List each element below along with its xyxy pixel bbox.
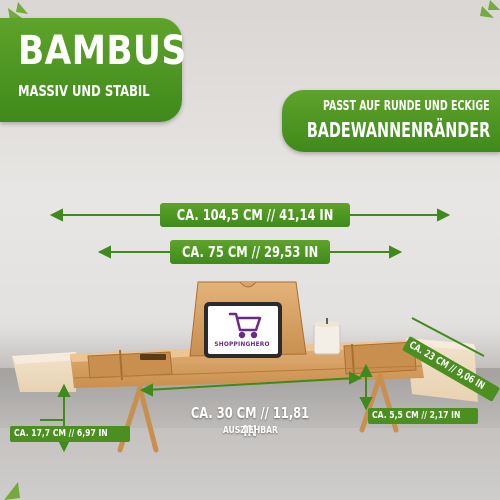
cart-icon: [228, 312, 262, 339]
compatibility-badge: PASST AUF RUNDE UND ECKIGE BADEWANNENRÄN…: [282, 90, 500, 152]
badge-subtitle: MASSIV UND STABIL: [18, 82, 150, 100]
left-extension-tray: [12, 352, 78, 392]
leaf-icon: [4, 0, 500, 500]
brand-logo-text: SHOPPINGHERO: [214, 340, 270, 348]
badge-title: BAMBUS: [18, 28, 187, 74]
max-length-label: CA. 104,5 CM // 41,14 IN: [160, 203, 350, 227]
compatibility-line-1: PASST AUF RUNDE UND ECKIGE: [323, 98, 490, 114]
height-label: CA. 17,7 CM // 6,97 IN: [10, 426, 130, 442]
candle: [313, 318, 341, 355]
extendable-note: AUSZIEHBAR: [222, 425, 278, 436]
compatibility-line-2: BADEWANNENRÄNDER: [306, 118, 490, 142]
tray-height-label: CA. 5,5 CM // 2,17 IN: [368, 408, 478, 424]
material-badge: BAMBUS MASSIV UND STABIL: [0, 18, 187, 122]
min-length-label: CA. 75 CM // 29,53 IN: [170, 240, 330, 264]
width-label: CA. 30 CM // 11,81 IN: [190, 404, 310, 440]
